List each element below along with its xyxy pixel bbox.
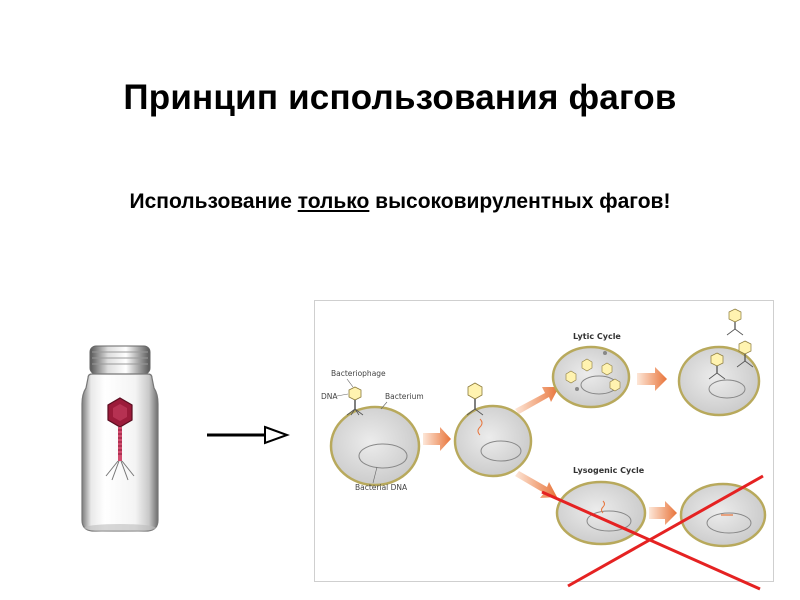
slide-title: Принцип использования фагов bbox=[123, 78, 677, 117]
cycle-arrow-lytic bbox=[637, 367, 667, 391]
label-lysogenic-cycle: Lysogenic Cycle bbox=[573, 466, 645, 475]
bacteriophage-icon bbox=[346, 386, 364, 416]
released-phage-icon bbox=[726, 308, 744, 336]
cycle-arrow-1 bbox=[423, 427, 451, 451]
bacterium-cell-infected bbox=[453, 404, 533, 478]
bacterium-cell-initial bbox=[329, 405, 421, 487]
slide-subtitle: Использование только высоковирулентных ф… bbox=[0, 190, 800, 214]
label-bacterial-dna: Bacterial DNA bbox=[355, 483, 408, 492]
phage-vial-image bbox=[81, 345, 159, 532]
bacterium-cell-lysogenic bbox=[555, 480, 647, 546]
subtitle-text-end: высоковирулентных фагов! bbox=[369, 190, 671, 213]
subtitle-text-start: Использование bbox=[129, 190, 298, 213]
label-bacterium: Bacterium bbox=[385, 392, 424, 401]
phage-cycle-diagram: Bacteriophage DNA Bacterium Bacterial DN… bbox=[314, 300, 774, 582]
attached-phage-icon bbox=[466, 382, 484, 416]
label-dna: DNA bbox=[321, 392, 338, 401]
label-lytic-cycle: Lytic Cycle bbox=[573, 332, 621, 341]
subtitle-emphasis: только bbox=[297, 190, 370, 213]
arrow-to-lytic bbox=[515, 387, 559, 414]
cycle-arrow-lysogenic bbox=[649, 501, 677, 525]
process-arrow bbox=[207, 425, 290, 445]
label-bacteriophage: Bacteriophage bbox=[331, 369, 386, 378]
arrow-to-lysogenic bbox=[515, 471, 557, 498]
